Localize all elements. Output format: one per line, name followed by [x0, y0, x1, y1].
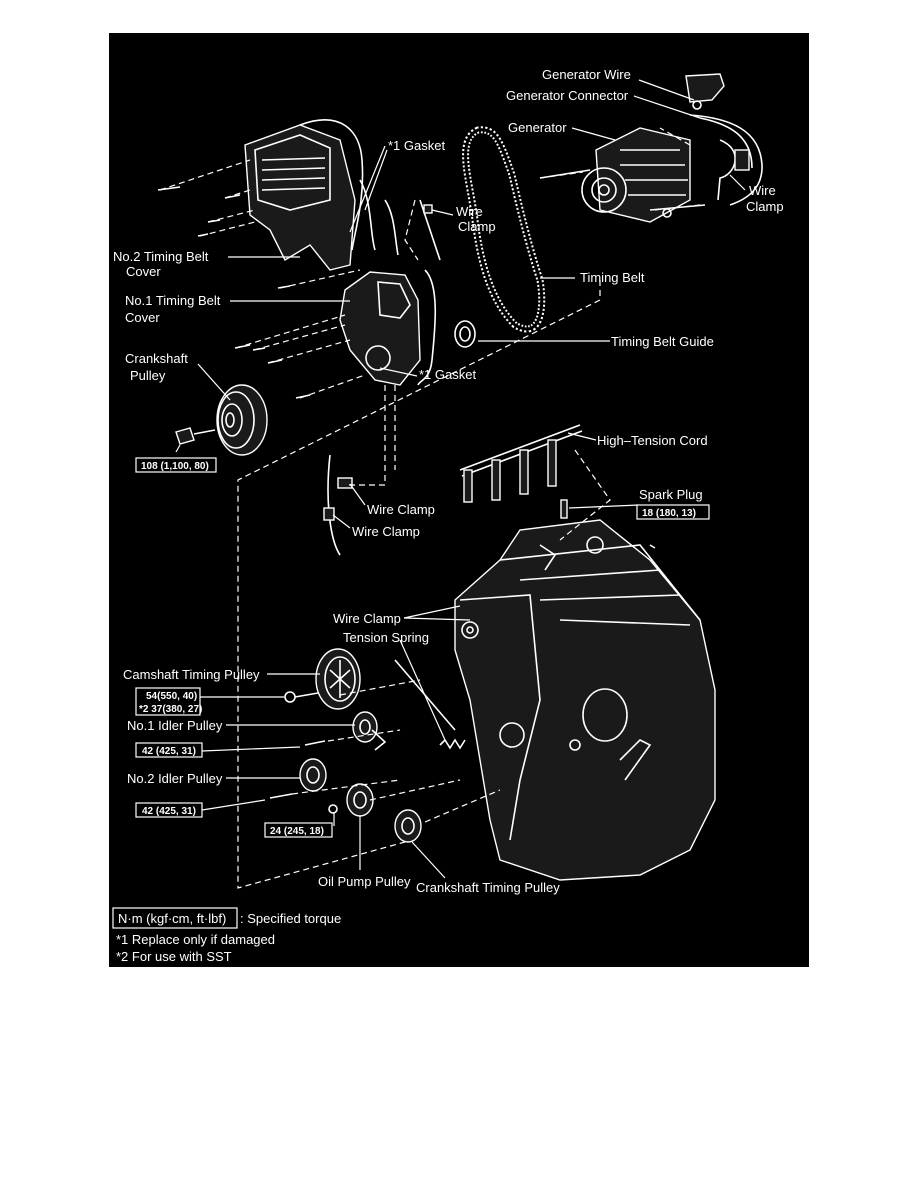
no2-timing-belt-cover-drawing [244, 119, 399, 271]
torque-box-no1-idler [135, 742, 203, 758]
label-wire-clamp-upper-1: Wire [456, 204, 483, 219]
torque-no2-idler: 42 (425, 31) [142, 806, 196, 817]
label-no2-idler-pulley: No.2 Idler Pulley [127, 771, 223, 786]
torque-box-oil-pump [264, 822, 333, 838]
label-crankshaft-pulley-2: Pulley [130, 368, 166, 383]
label-spark-plug: Spark Plug [639, 487, 703, 502]
label-tension-spring: Tension Spring [343, 630, 429, 645]
legend: N·m (kgf·cm, ft·lbf) : Specified torque … [112, 907, 341, 964]
label-gasket-top: *1 Gasket [388, 138, 445, 153]
label-camshaft-timing-pulley: Camshaft Timing Pulley [123, 667, 260, 682]
torque-box-spark-plug [636, 504, 710, 520]
label-crankshaft-pulley-1: Crankshaft [125, 351, 188, 366]
torque-camshaft-2: *2 37(380, 27) [139, 704, 202, 715]
no2-idler-pulley-drawing [269, 758, 327, 799]
label-generator-wire: Generator Wire [542, 67, 631, 82]
torque-camshaft-1: 54(550, 40) [146, 691, 197, 702]
label-wire-clamp-engine: Wire Clamp [333, 611, 401, 626]
label-oil-pump-pulley: Oil Pump Pulley [318, 874, 411, 889]
label-crankshaft-timing-pulley: Crankshaft Timing Pulley [416, 880, 560, 895]
wire-clamp-parts [323, 199, 441, 556]
legend-unit-label: N·m (kgf·cm, ft·lbf) [118, 911, 226, 926]
crankshaft-timing-pulley-drawing [394, 809, 422, 843]
label-generator-connector: Generator Connector [506, 88, 629, 103]
leader-lines [175, 79, 746, 879]
tension-spring-drawing [394, 659, 466, 750]
torque-oil-pump: 24 (245, 18) [270, 826, 324, 837]
label-wire-clamp-generator-1: Wire [749, 183, 776, 198]
legend-unit-box [112, 907, 238, 929]
torque-crankshaft-pulley: 108 (1,100, 80) [141, 461, 209, 472]
label-wire-clamp-1: Wire Clamp [367, 502, 435, 517]
torque-spec-boxes: 108 (1,100, 80) 18 (180, 13) 54(550, 40)… [135, 457, 710, 838]
timing-belt-drawing [462, 126, 546, 333]
high-tension-cord-drawing [459, 424, 583, 519]
torque-box-camshaft [135, 687, 201, 716]
torque-no1-idler: 42 (425, 31) [142, 746, 196, 757]
torque-spark-plug: 18 (180, 13) [642, 508, 696, 519]
label-no2-cover-2: Cover [126, 264, 161, 279]
torque-box-crankshaft [135, 457, 217, 473]
label-no2-cover-1: No.2 Timing Belt [113, 249, 209, 264]
label-generator: Generator [508, 120, 567, 135]
label-no1-cover-1: No.1 Timing Belt [125, 293, 221, 308]
torque-box-no2-idler [135, 802, 203, 818]
camshaft-timing-pulley-drawing [284, 648, 361, 710]
no1-timing-belt-cover-drawing [339, 269, 437, 386]
alignment-lines [159, 127, 701, 889]
label-gasket-lower: *1 Gasket [419, 367, 476, 382]
part-labels: Generator Wire Generator Connector Gener… [113, 67, 784, 895]
no1-idler-pulley-drawing [304, 711, 387, 751]
legend-unit-description: : Specified torque [240, 911, 341, 926]
label-timing-belt: Timing Belt [580, 270, 645, 285]
oil-pump-pulley-drawing [328, 783, 374, 817]
label-wire-clamp-2: Wire Clamp [352, 524, 420, 539]
label-wire-clamp-generator-2: Clamp [746, 199, 784, 214]
legend-note-1: *1 Replace only if damaged [116, 932, 275, 947]
crankshaft-pulley-drawing [175, 384, 268, 456]
label-no1-idler-pulley: No.1 Idler Pulley [127, 718, 223, 733]
label-high-tension-cord: High–Tension Cord [597, 433, 708, 448]
timing-belt-guide-drawing [454, 320, 476, 348]
label-wire-clamp-upper-2: Clamp [458, 219, 496, 234]
engine-block-drawing [454, 519, 716, 881]
label-timing-belt-guide: Timing Belt Guide [611, 334, 714, 349]
legend-note-2: *2 For use with SST [116, 949, 232, 964]
label-no1-cover-2: Cover [125, 310, 160, 325]
